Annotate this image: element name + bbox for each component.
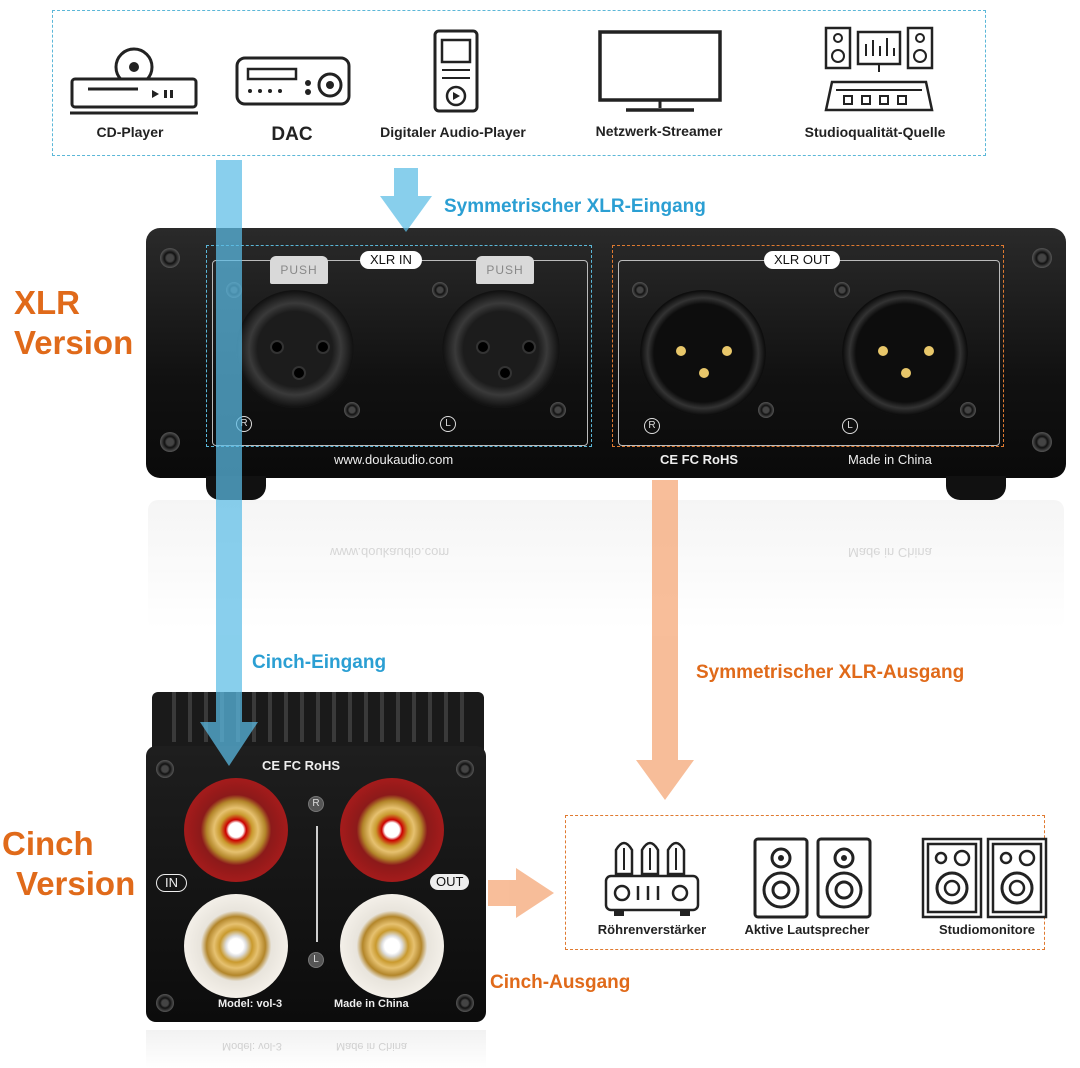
channel-r-marker: R [644, 418, 660, 434]
xlr-out-tag: XLR OUT [764, 251, 841, 269]
in-tag: IN [156, 874, 187, 892]
destination-label-tube-amp: Röhrenverstärker [597, 922, 707, 937]
panel-screw [960, 402, 976, 418]
xlr-output-label: Symmetrischer XLR-Ausgang [696, 662, 965, 683]
channel-l-marker: L [842, 418, 858, 434]
source-label-network-streamer: Netzwerk-Streamer [595, 123, 723, 139]
xlr-version-title-line2: Version [14, 324, 134, 361]
made-in-china: Made in China [334, 998, 409, 1010]
xlr-input-label: Symmetrischer XLR-Eingang [444, 196, 706, 217]
screw [1032, 432, 1052, 452]
rca-input-left[interactable] [184, 894, 288, 998]
xlr-pin [924, 346, 934, 356]
rca-output-left[interactable] [340, 894, 444, 998]
xlr-pin [522, 340, 536, 354]
source-label-studio-source: Studioqualität-Quelle [804, 124, 946, 140]
xlr-pin [316, 340, 330, 354]
out-tag: OUT [430, 874, 470, 890]
screw [156, 760, 174, 778]
cinch-input-label: Cinch-Eingang [252, 652, 387, 673]
xlr-pin [722, 346, 732, 356]
rca-output-right[interactable] [340, 778, 444, 882]
channel-l-marker: L [308, 952, 324, 968]
xlr-output-arrow [636, 480, 694, 800]
made-in-china: Made in China [848, 452, 932, 467]
audio-player-icon [433, 29, 479, 113]
xlr-pin [476, 340, 490, 354]
cinch-version-title-line2: Version [16, 865, 136, 902]
screw [456, 994, 474, 1012]
panel-screw [550, 402, 566, 418]
monitor-icon [598, 30, 722, 112]
xlr-pin [878, 346, 888, 356]
channel-r-marker: R [308, 796, 324, 812]
cinch-output-label: Cinch-Ausgang [490, 972, 631, 993]
model-number: Model: vol-3 [218, 998, 283, 1010]
screw [156, 994, 174, 1012]
xlr-device-foot-right [946, 476, 1006, 500]
xlr-input-jack-left[interactable] [442, 290, 560, 408]
destination-label-studio-monitors: Studiomonitore [938, 922, 1036, 937]
xlr-pin [699, 368, 709, 378]
xlr-input-jack-right[interactable] [236, 290, 354, 408]
channel-divider [316, 826, 318, 942]
xlr-in-highlight [206, 245, 592, 447]
xlr-pin [901, 368, 911, 378]
device-website: www.doukaudio.com [334, 452, 454, 467]
source-label-audio-player: Digitaler Audio-Player [380, 124, 526, 140]
panel-screw [344, 402, 360, 418]
rca-input-right[interactable] [184, 778, 288, 882]
screw [160, 432, 180, 452]
mixing-console-icon [824, 26, 934, 112]
xlr-version-title-line1: XLR [14, 284, 80, 321]
dac-icon [235, 56, 351, 106]
xlr-in-tag: XLR IN [360, 251, 422, 269]
source-devices-box [52, 10, 986, 156]
panel-screw [834, 282, 850, 298]
push-tab-left[interactable]: PUSH [476, 256, 534, 284]
cinch-version-title-line1: Cinch [2, 825, 94, 862]
certification-marks: CE FC RoHS [660, 452, 738, 467]
panel-screw [632, 282, 648, 298]
screw [1032, 248, 1052, 268]
screw [456, 760, 474, 778]
screw [160, 248, 180, 268]
cd-player-icon [70, 47, 198, 115]
panel-screw [758, 402, 774, 418]
tube-amplifier-icon [604, 841, 700, 916]
xlr-input-arrow [380, 168, 432, 232]
channel-l-marker: L [440, 416, 456, 432]
xlr-output-jack-left[interactable] [842, 290, 968, 416]
xlr-device-reflection [148, 500, 1064, 630]
source-label-cd-player: CD-Player [96, 124, 164, 140]
cinch-device-reflection [146, 1030, 486, 1068]
panel-screw [432, 282, 448, 298]
destination-label-active-speakers: Aktive Lautsprecher [744, 922, 870, 937]
cinch-input-arrow [200, 160, 258, 766]
cinch-output-arrow [488, 868, 554, 918]
xlr-out-highlight [612, 245, 1004, 447]
xlr-pin [292, 366, 306, 380]
xlr-output-jack-right[interactable] [640, 290, 766, 416]
push-tab-right[interactable]: PUSH [270, 256, 328, 284]
xlr-pin [676, 346, 686, 356]
certification-marks: CE FC RoHS [262, 758, 340, 773]
xlr-pin [498, 366, 512, 380]
source-label-dac: DAC [271, 124, 313, 145]
speakers-icon [753, 837, 872, 919]
xlr-pin [270, 340, 284, 354]
studio-monitors-icon [921, 837, 1048, 919]
